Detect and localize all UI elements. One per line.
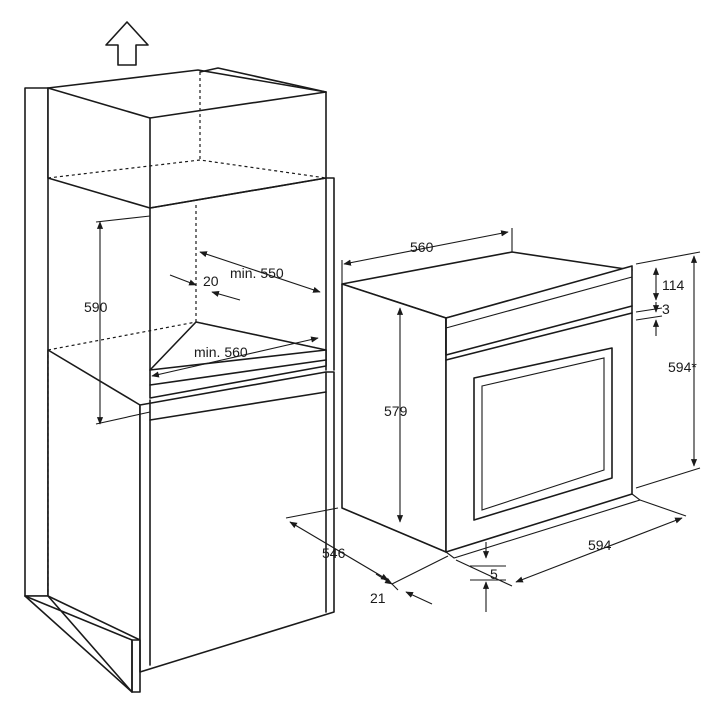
- cabinet-drawing: [24, 21, 335, 693]
- label-590: 590: [84, 299, 108, 315]
- oven-drawing: [285, 228, 701, 612]
- label-20: 20: [203, 273, 219, 289]
- label-594: 594: [588, 537, 612, 553]
- label-min-560: min. 560: [194, 344, 248, 360]
- label-546: 546: [322, 545, 346, 561]
- label-21: 21: [370, 590, 386, 606]
- label-min-550: min. 550: [230, 265, 284, 281]
- label-594-star: 594*: [668, 359, 697, 375]
- label-5: 5: [490, 566, 498, 582]
- label-114: 114: [662, 277, 685, 293]
- label-3: 3: [662, 301, 670, 317]
- label-579: 579: [384, 403, 408, 419]
- up-arrow-icon: [105, 21, 149, 66]
- label-560: 560: [410, 239, 434, 255]
